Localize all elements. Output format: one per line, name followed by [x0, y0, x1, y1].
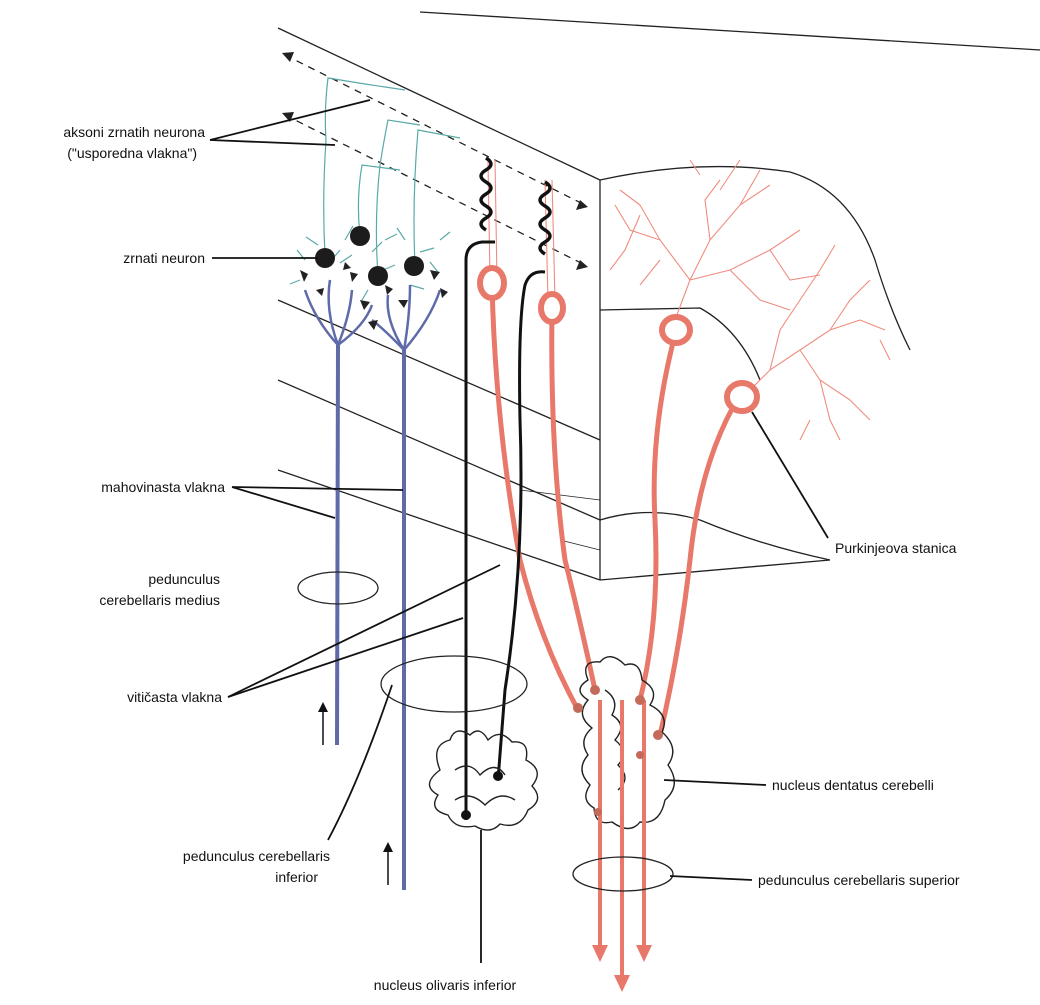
granule-neurons	[315, 226, 424, 286]
label-climbing-fibers: vitičasta vlakna	[127, 689, 222, 705]
label-ped-medius-line2: cerebellaris medius	[99, 592, 220, 608]
label-olivary-nucleus: nucleus olivaris inferior	[374, 977, 517, 993]
mossy-fibers	[305, 280, 440, 890]
label-mossy-fibers: mahovinasta vlakna	[101, 479, 225, 495]
label-granule-neuron: zrnati neuron	[123, 250, 205, 266]
label-purkinje-cell: Purkinjeova stanica	[835, 540, 957, 556]
label-granule-axons-line2: ("usporedna vlakna")	[67, 145, 197, 161]
label-ped-inferior-line2: inferior	[275, 869, 318, 885]
granule-cell	[404, 256, 424, 276]
label-ped-inferior-line1: pedunculus cerebellaris	[183, 848, 330, 864]
label-dentate-nucleus: nucleus dentatus cerebelli	[772, 777, 934, 793]
dentate-efferents	[573, 685, 663, 992]
granule-cell	[350, 226, 370, 246]
granule-cell	[368, 266, 388, 286]
label-ped-medius-line1: pedunculus	[148, 571, 220, 587]
label-ped-superior: pedunculus cerebellaris superior	[758, 872, 960, 888]
climbing-fibers	[461, 158, 550, 820]
olivary-nucleus	[429, 731, 537, 830]
label-granule-axons-line1: aksoni zrnatih neurona	[63, 124, 205, 140]
cortex-block	[278, 12, 1040, 580]
